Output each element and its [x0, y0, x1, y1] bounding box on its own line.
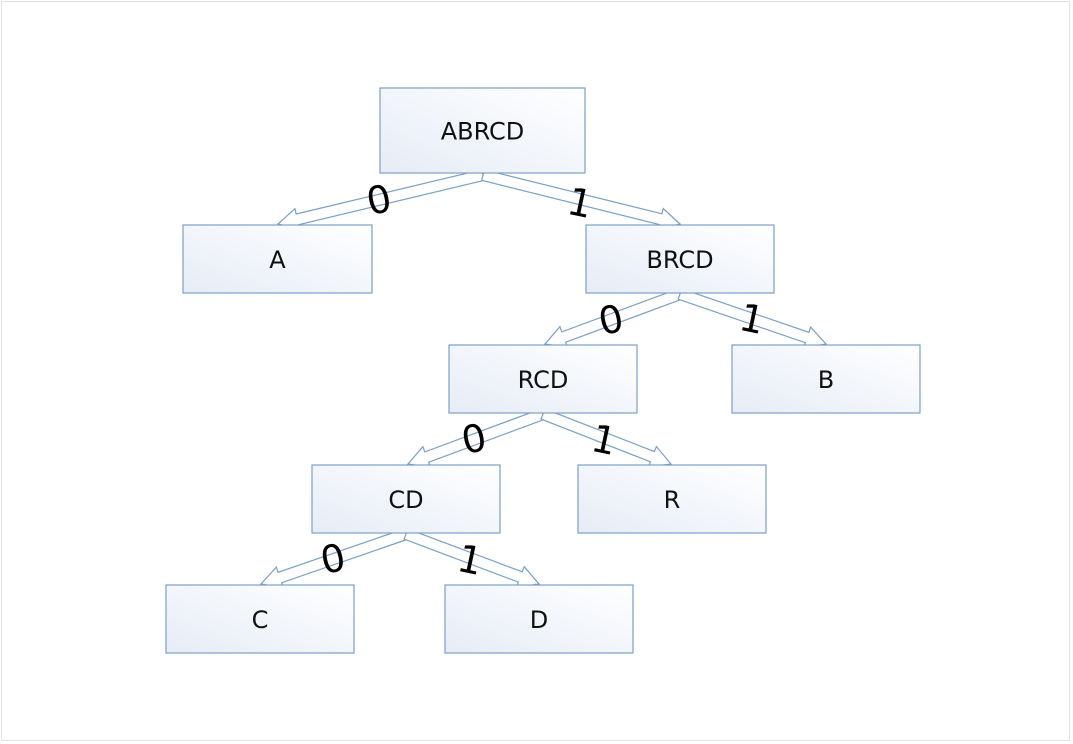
- edge-label-abrcd-to-brcd: 1: [564, 179, 597, 227]
- edge-label-rcd-to-cd: 0: [458, 415, 491, 463]
- node-box-r: [577, 464, 767, 534]
- node-b: B: [731, 344, 921, 414]
- node-label-d: D: [530, 606, 548, 634]
- node-c: C: [165, 584, 355, 654]
- node-abrcd: ABRCD: [379, 87, 586, 174]
- node-rcd: RCD: [448, 344, 638, 414]
- node-label-brcd: BRCD: [646, 246, 713, 274]
- node-box-d: [444, 584, 634, 654]
- edge-label-abrcd-to-a: 0: [363, 176, 396, 224]
- node-box-cd: [311, 464, 501, 534]
- node-d: D: [444, 584, 634, 654]
- edge-label-brcd-to-rcd: 0: [595, 296, 628, 344]
- node-label-a: A: [269, 246, 286, 274]
- node-box-abrcd: [379, 87, 586, 174]
- node-r: R: [577, 464, 767, 534]
- node-brcd: BRCD: [585, 224, 775, 294]
- node-label-cd: CD: [388, 486, 423, 514]
- node-a: A: [182, 224, 373, 294]
- edge-arrow-cd-to-d: [403, 528, 541, 589]
- node-label-b: B: [818, 366, 834, 394]
- edge-label-cd-to-c: 0: [317, 535, 350, 583]
- node-box-a: [182, 224, 373, 294]
- edge-label-cd-to-d: 1: [454, 536, 487, 584]
- node-box-brcd: [585, 224, 775, 294]
- edge-arrow-rcd-to-r: [540, 408, 673, 468]
- edge-arrow-brcd-to-b: [677, 288, 828, 349]
- node-label-abrcd: ABRCD: [441, 118, 525, 146]
- node-box-rcd: [448, 344, 638, 414]
- node-box-c: [165, 584, 355, 654]
- node-cd: CD: [311, 464, 501, 534]
- node-label-r: R: [664, 486, 681, 514]
- edge-label-rcd-to-r: 1: [588, 416, 621, 464]
- node-box-b: [731, 344, 921, 414]
- edge-label-brcd-to-b: 1: [736, 295, 769, 343]
- node-label-c: C: [252, 606, 269, 634]
- edge-arrows: [259, 168, 828, 589]
- node-label-rcd: RCD: [518, 366, 569, 394]
